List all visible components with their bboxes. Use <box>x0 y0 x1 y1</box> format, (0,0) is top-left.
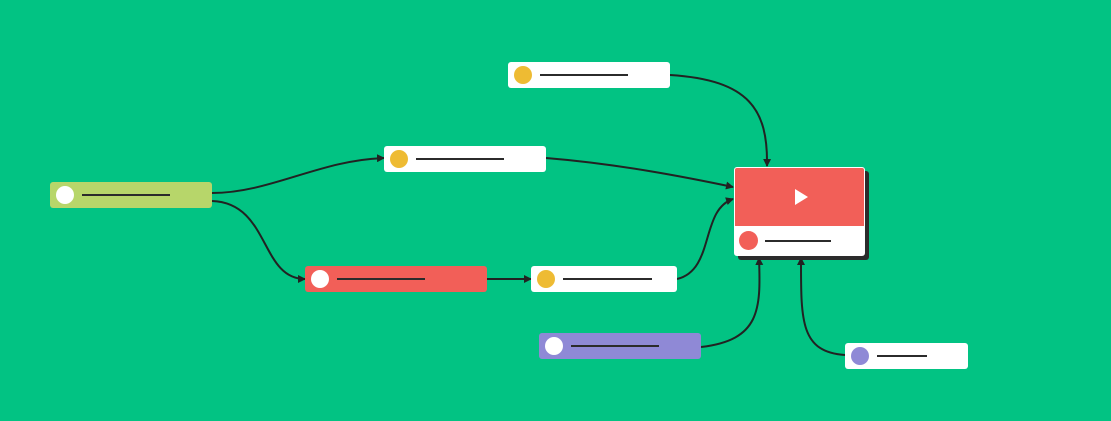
edge-purple-source-to-video <box>700 257 764 348</box>
play-icon[interactable] <box>791 187 811 207</box>
bottom-yellow-node[interactable] <box>531 266 677 292</box>
text-placeholder-line <box>540 74 628 76</box>
text-placeholder-line <box>877 355 927 357</box>
text-placeholder-line <box>571 345 659 347</box>
edge-bottom-yellow-to-video <box>676 197 734 280</box>
edge-green-to-middle-yellow <box>211 154 385 194</box>
lower-purple-node[interactable] <box>845 343 968 369</box>
purple-source-node[interactable] <box>539 333 701 359</box>
text-placeholder-line <box>563 278 652 280</box>
video-title-placeholder-line <box>765 240 831 242</box>
text-placeholder-line <box>416 158 504 160</box>
node-dot <box>851 347 869 365</box>
video-card[interactable] <box>734 167 865 256</box>
edge-top-yellow-to-video <box>669 74 772 167</box>
middle-yellow-node[interactable] <box>384 146 546 172</box>
edge-green-to-red-step <box>211 200 306 283</box>
text-placeholder-line <box>82 194 170 196</box>
edge-lower-purple-to-video <box>796 257 846 356</box>
node-dot <box>545 337 563 355</box>
node-dot <box>537 270 555 288</box>
node-dot <box>390 150 408 168</box>
text-placeholder-line <box>337 278 425 280</box>
video-thumbnail[interactable] <box>735 168 864 226</box>
edge-middle-yellow-to-video <box>545 157 734 190</box>
video-author-dot <box>739 231 758 250</box>
node-dot <box>311 270 329 288</box>
red-step-node[interactable] <box>305 266 487 292</box>
node-dot <box>514 66 532 84</box>
node-dot <box>56 186 74 204</box>
top-yellow-node[interactable] <box>508 62 670 88</box>
green-source-node[interactable] <box>50 182 212 208</box>
